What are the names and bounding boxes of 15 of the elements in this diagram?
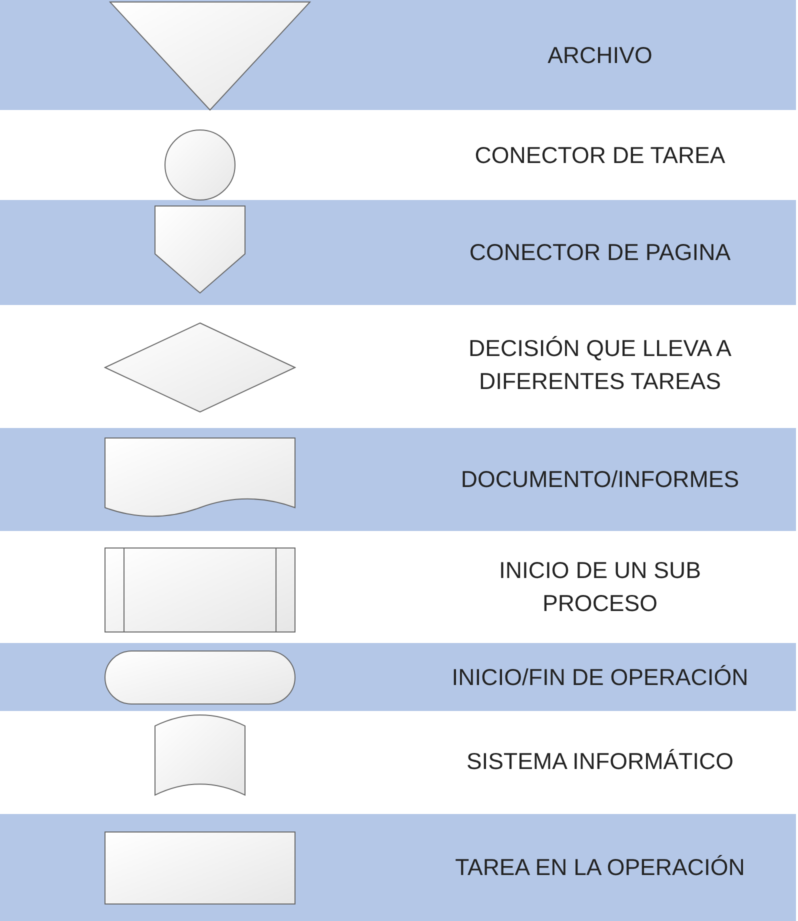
- symbol-label: DECISIÓN QUE LLEVA A DIFERENTES TAREAS: [468, 334, 732, 396]
- symbol-label: INICIO DE UN SUB PROCESO: [498, 556, 702, 618]
- circle-symbol: [164, 129, 236, 201]
- symbol-label: CONECTOR DE PAGINA: [468, 238, 732, 267]
- pentagon-symbol: [154, 205, 246, 294]
- diamond-symbol: [104, 322, 296, 413]
- symbol-label: DOCUMENTO/INFORMES: [460, 465, 740, 494]
- symbol-label: TAREA EN LA OPERACIÓN: [454, 853, 746, 882]
- triangle-symbol: [109, 1, 311, 111]
- subprocess-symbol: [104, 547, 296, 633]
- symbol-label: SISTEMA INFORMÁTICO: [465, 747, 735, 776]
- symbol-label: ARCHIVO: [546, 40, 654, 70]
- symbol-label: INICIO/FIN DE OPERACIÓN: [450, 662, 750, 692]
- symbol-label: CONECTOR DE TAREA: [474, 140, 726, 170]
- box-symbol: [104, 831, 296, 905]
